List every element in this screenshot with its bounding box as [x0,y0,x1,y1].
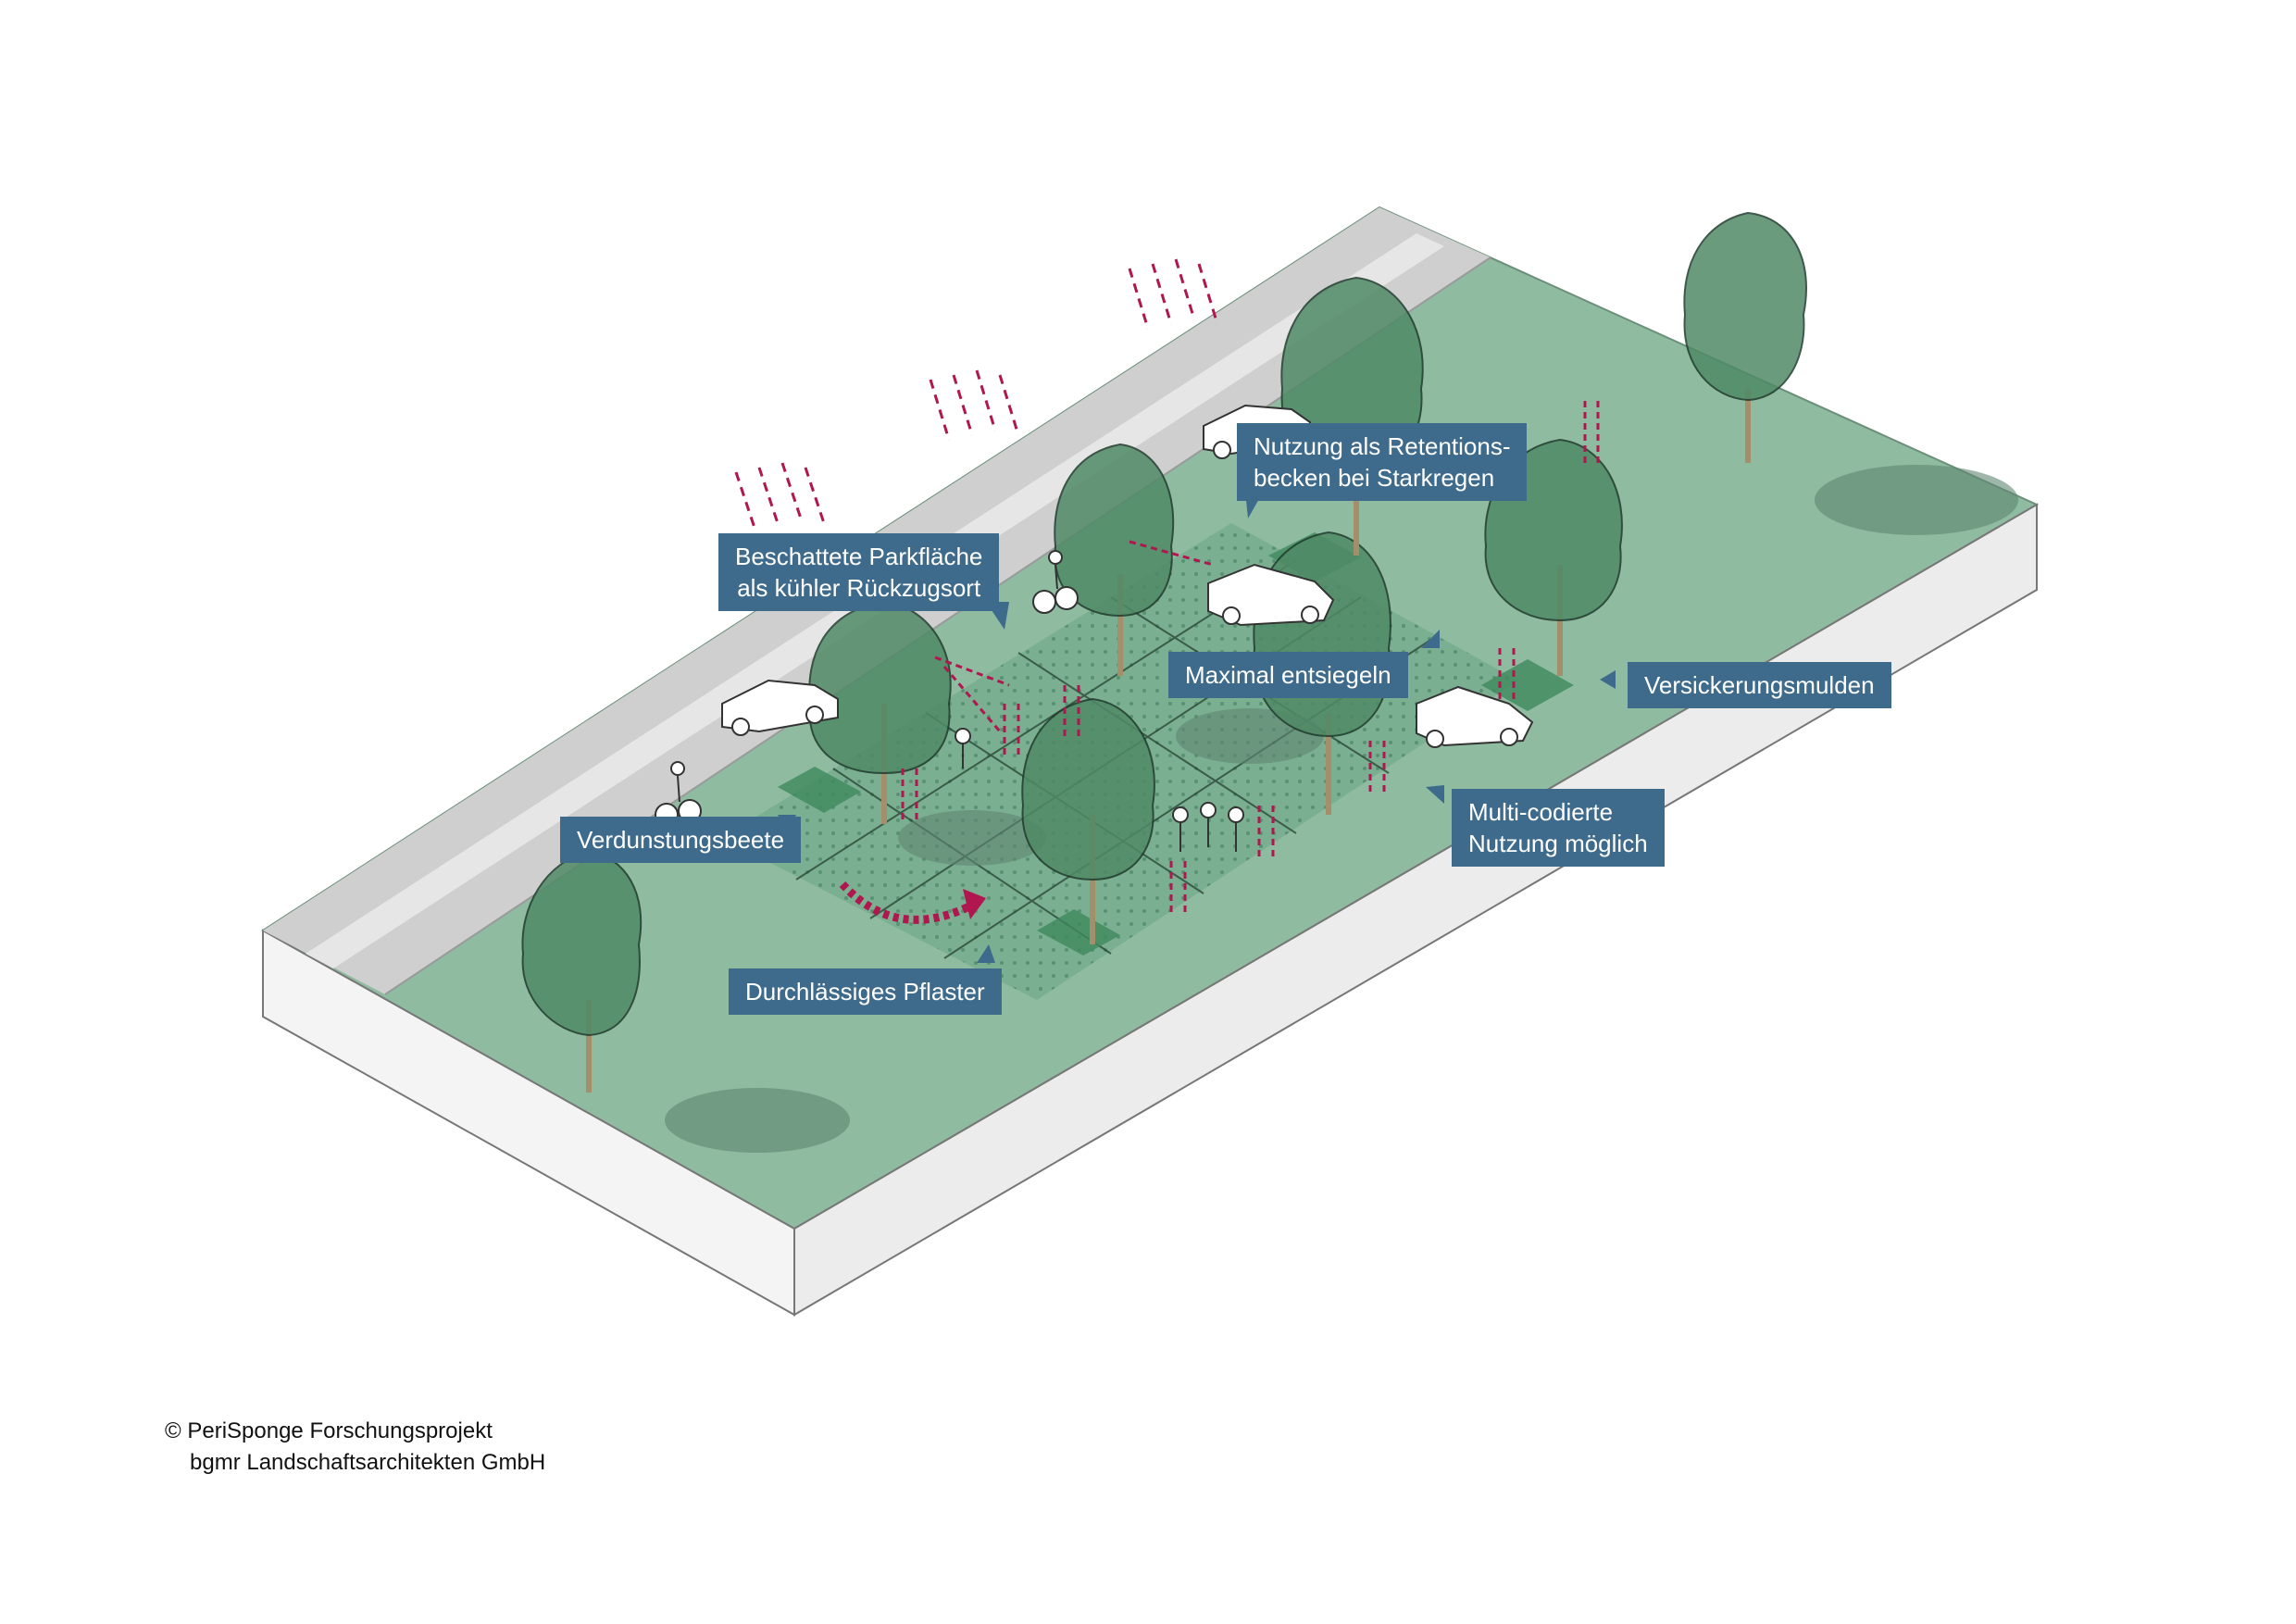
person-icon [1172,806,1189,852]
tree-icon [808,600,952,824]
rain [734,258,1219,529]
callout-unseal: Maximal entsiegeln [1168,652,1408,698]
tree-icon [521,850,643,1093]
callout-evaporation: Verdunstungsbeete [560,817,802,863]
tree-icon [1054,443,1175,676]
callout-shaded-parking: Beschattete Parkfläche als kühler Rückzu… [718,533,1000,611]
person-icon [1228,806,1244,852]
callout-multi-coded: Multi-codierte Nutzung möglich [1452,789,1665,867]
car-icon [1416,685,1534,748]
callout-permeable: Durchlässiges Pflaster [729,968,1002,1015]
callout-infiltration: Versickerungsmulden [1628,662,1891,708]
people [655,550,1244,852]
evaporation-arrow [839,881,980,924]
arrowhead-icon [963,889,986,919]
tree-shadows [665,465,2018,1153]
credit-line-1: © PeriSponge Forschungsprojekt [165,1418,493,1443]
tree-icon [1683,211,1807,463]
callout-retention: Nutzung als Retentions- becken bei Stark… [1237,423,1528,501]
person-icon [1200,802,1217,847]
cyclist-icon [1032,550,1079,614]
tree-icon [1021,697,1155,944]
credit-line-2: bgmr Landschaftsarchitekten GmbH [190,1450,546,1475]
person-icon [955,728,971,768]
water-arrows [901,398,1600,917]
car-icon [721,679,839,736]
car-icon [1207,563,1335,627]
